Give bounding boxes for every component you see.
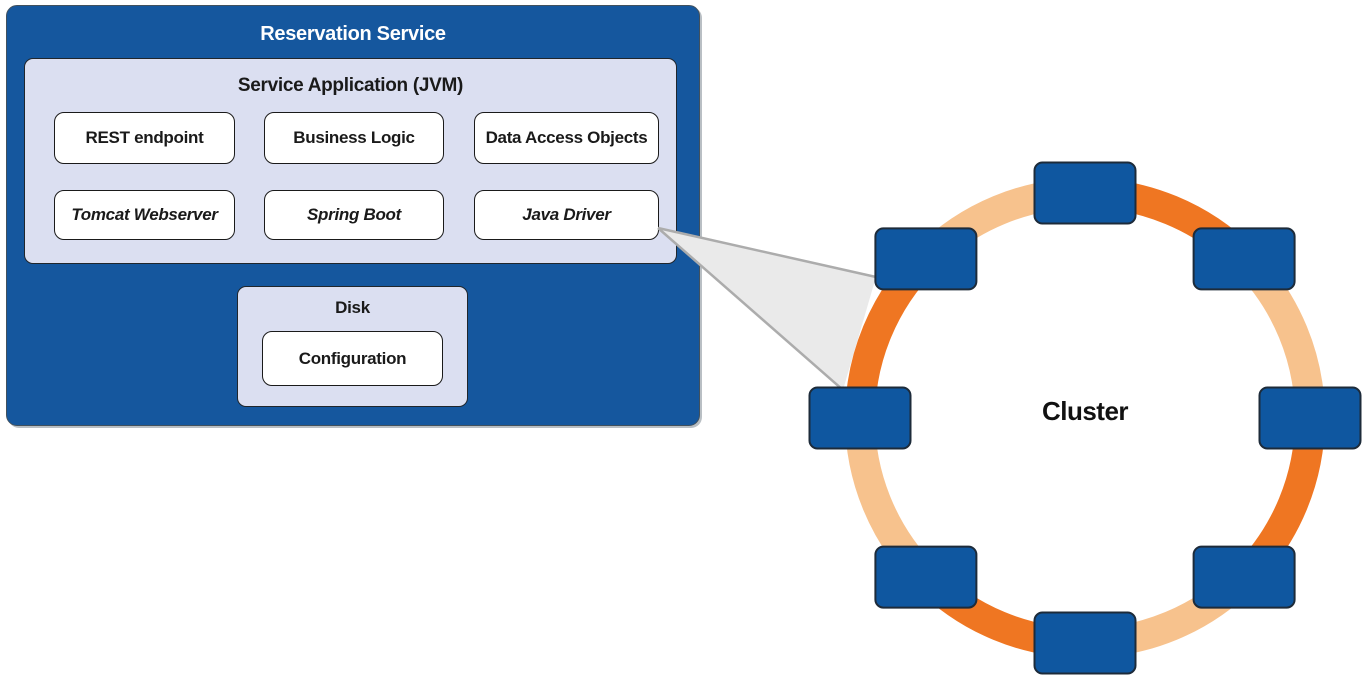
disk-panel: Disk Configuration [237,286,468,407]
configuration-label: Configuration [298,348,407,368]
component-label: Java Driver [522,205,611,224]
ring-segment-bottomright-to-bottom [1084,566,1255,658]
cluster-node-bottomright [1192,545,1296,609]
reservation-service-title: Reservation Service [260,23,446,45]
component-box-spring-boot: Spring Boot [264,190,444,240]
ring-segment-bottom-to-bottomleft [915,566,1086,658]
cluster-node-bottomleft [874,545,978,609]
cluster-label: Cluster [1041,396,1129,426]
ring-segment-bottomleft-to-left [845,417,937,588]
component-box-data-access-objects: Data Access Objects [474,112,659,164]
ring-segment-topleft-to-top [915,178,1086,270]
component-label: Business Logic [293,128,415,147]
component-label: Spring Boot [307,205,401,224]
disk-title: Disk [335,298,370,317]
component-label: REST endpoint [85,128,204,147]
cluster-node-left [808,386,912,450]
service-application-panel: Service Application (JVM) REST endpoint … [24,58,677,264]
component-box-java-driver: Java Driver [474,190,659,240]
configuration-box: Configuration [262,331,443,386]
service-application-title: Service Application (JVM) [237,75,464,96]
component-box-rest-endpoint: REST endpoint [54,112,235,164]
component-box-business-logic: Business Logic [264,112,444,164]
cluster-node-topleft [874,227,978,291]
ring-segment-right-to-bottomright [1233,417,1325,588]
ring-segment-topright-to-right [1233,248,1325,419]
component-box-tomcat-webserver: Tomcat Webserver [54,190,235,240]
component-label: Data Access Objects [485,128,648,147]
cluster-node-bottom [1033,611,1137,675]
ring-segment-top-to-topright [1084,178,1255,270]
component-label: Tomcat Webserver [71,205,218,224]
cluster-node-right [1258,386,1362,450]
cluster-node-top [1033,161,1137,225]
reservation-service-container: Reservation Service Service Application … [6,5,700,426]
cluster-node-topright [1192,227,1296,291]
ring-segment-left-to-topleft [845,248,937,419]
